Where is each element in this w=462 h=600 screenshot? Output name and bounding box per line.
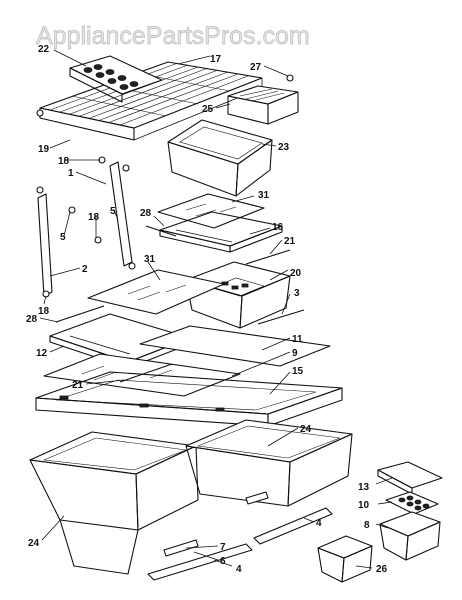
callout-25: 25: [202, 104, 214, 115]
egg-bin: [385, 491, 439, 515]
callout-18-mid: 18: [88, 212, 100, 223]
callout-1: 1: [68, 168, 74, 179]
callout-31-lower: 31: [144, 254, 156, 265]
pan-slide: [147, 543, 253, 581]
callout-27: 27: [250, 62, 262, 73]
door-bin: [379, 511, 441, 561]
pan-slide: [253, 507, 333, 545]
callout-21-lower: 21: [72, 380, 84, 391]
right-rail: [98, 156, 136, 270]
pan-left: [29, 431, 199, 575]
trim-strip: [257, 309, 305, 325]
callout-11: 11: [292, 334, 303, 345]
callout-21-upper: 21: [284, 236, 296, 247]
bracket: [245, 491, 269, 505]
callout-9: 9: [292, 348, 298, 359]
callout-31-upper: 31: [258, 190, 270, 201]
cover-glass: [43, 353, 241, 397]
callout-20: 20: [290, 268, 302, 279]
callout-10: 10: [358, 500, 370, 511]
leader-lines: [39, 49, 393, 569]
callout-24-right: 24: [300, 424, 312, 435]
crisper-cover-frame: [159, 211, 283, 253]
dairy-cover: [377, 461, 443, 495]
rod: [55, 305, 105, 323]
callout-19: 19: [38, 144, 50, 155]
egg-tray: [69, 55, 163, 103]
callout-8: 8: [364, 520, 370, 531]
rod: [119, 363, 173, 383]
door-bin-small: [317, 535, 373, 583]
callout-12: 12: [36, 348, 48, 359]
pan-cover: [139, 325, 331, 367]
callout-2: 2: [82, 264, 88, 275]
callout-17: 17: [210, 54, 222, 65]
glass-shelf: [87, 269, 225, 315]
bracket: [163, 539, 199, 557]
callout-18-top: 18: [58, 156, 70, 167]
callout-26: 26: [376, 564, 388, 575]
callout-13: 13: [358, 482, 370, 493]
callout-28-lower: 28: [26, 314, 38, 325]
crisper-cover-glass: [157, 193, 265, 229]
rod: [145, 225, 177, 237]
callout-23: 23: [278, 142, 290, 153]
callout-16: 16: [272, 222, 284, 233]
rod: [245, 249, 291, 265]
callout-4-bottom: 4: [236, 564, 242, 575]
clip: [94, 236, 102, 244]
callout-5-right: 5: [110, 206, 116, 217]
callouts: 22 17 27 25 23 19 18 1 18 5 5 2 18 31 28…: [26, 44, 388, 575]
storage-bin: [167, 119, 273, 197]
pan-right: [185, 419, 353, 507]
wire-shelf: [36, 61, 263, 141]
left-rail: [36, 186, 53, 298]
callout-5-left: 5: [60, 232, 66, 243]
crisper-drawer: [185, 261, 291, 329]
callout-6: 6: [220, 556, 226, 567]
small-shelf: [227, 74, 299, 125]
clip: [68, 206, 76, 214]
callout-15: 15: [292, 366, 304, 377]
watermark: AppliancePartsPros.com: [36, 22, 310, 50]
callout-4-right: 4: [316, 518, 322, 529]
callout-22: 22: [38, 44, 50, 55]
callout-24-left: 24: [28, 538, 40, 549]
callout-28-upper: 28: [140, 208, 152, 219]
callout-3: 3: [294, 288, 300, 299]
callout-7: 7: [220, 542, 226, 553]
callout-18-bottom: 18: [38, 306, 50, 317]
